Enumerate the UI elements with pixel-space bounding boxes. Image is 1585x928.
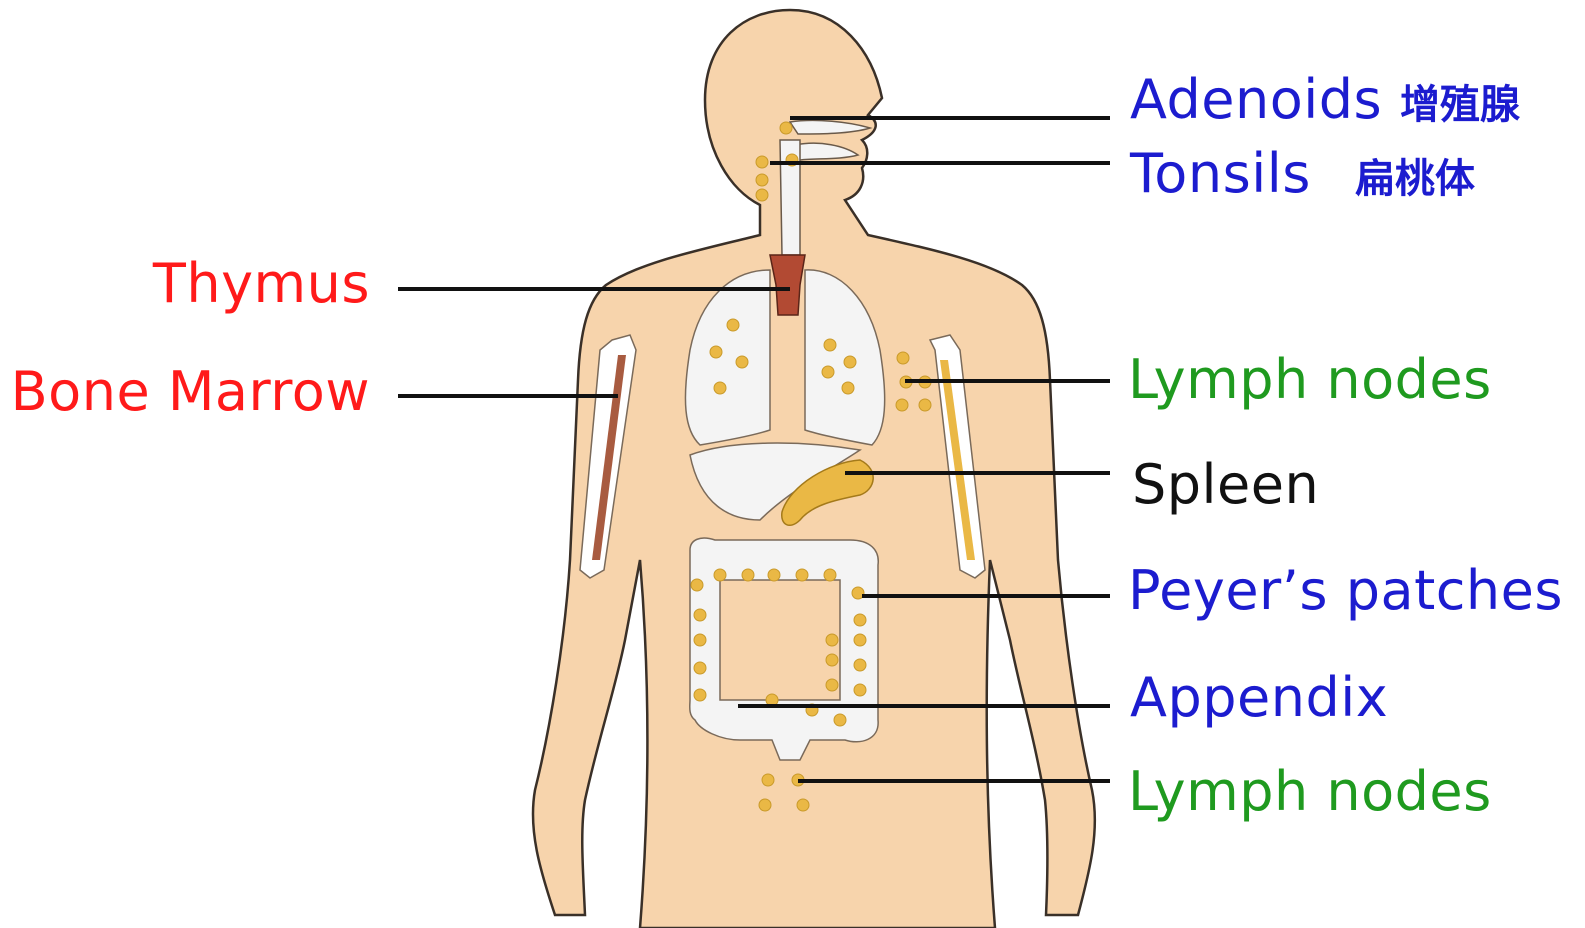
lymph-node-dot xyxy=(714,569,726,581)
lymph-node-dot xyxy=(824,569,836,581)
label-tonsils-zh: 扁桃体 xyxy=(1355,155,1475,202)
body-figure xyxy=(533,10,1095,928)
label-appendix: Appendix xyxy=(1130,666,1388,729)
lymph-node-dot xyxy=(756,156,768,168)
lymph-node-dot xyxy=(694,662,706,674)
lymph-node-dot xyxy=(714,382,726,394)
lymph-node-dot xyxy=(854,684,866,696)
lymph-node-dot xyxy=(710,346,722,358)
lymph-node-dot xyxy=(736,356,748,368)
lymph-node-dot xyxy=(797,799,809,811)
lymph-node-dot xyxy=(844,356,856,368)
label-lymph-nodes-lower: Lymph nodes xyxy=(1128,760,1492,823)
lymph-node-dot xyxy=(854,659,866,671)
lymph-node-dot xyxy=(897,352,909,364)
lymph-node-dot xyxy=(759,799,771,811)
lymph-node-dot xyxy=(796,569,808,581)
lymph-node-dot xyxy=(694,609,706,621)
lymph-node-dot xyxy=(826,654,838,666)
lymph-node-dot xyxy=(822,366,834,378)
label-adenoids: Adenoids xyxy=(1130,68,1382,131)
lymph-node-dot xyxy=(826,634,838,646)
lymph-node-dot xyxy=(768,569,780,581)
label-bone-marrow: Bone Marrow xyxy=(11,360,370,423)
lymph-node-dot xyxy=(780,122,792,134)
label-tonsils: Tonsils xyxy=(1129,142,1311,205)
lymph-node-dot xyxy=(742,569,754,581)
lymph-node-dot xyxy=(756,174,768,186)
lymph-node-dot xyxy=(896,399,908,411)
lymph-node-dot xyxy=(854,614,866,626)
lymph-node-dot xyxy=(694,689,706,701)
label-thymus: Thymus xyxy=(152,252,370,315)
lymph-node-dot xyxy=(691,579,703,591)
lymph-node-dot xyxy=(756,189,768,201)
label-lymph-nodes-upper: Lymph nodes xyxy=(1128,348,1492,411)
lymph-node-dot xyxy=(762,774,774,786)
lymph-node-dot xyxy=(824,339,836,351)
lymph-node-dot xyxy=(842,382,854,394)
lymph-node-dot xyxy=(854,634,866,646)
lymph-node-dot xyxy=(834,714,846,726)
lymph-node-dot xyxy=(919,399,931,411)
label-peyers-patches: Peyer’s patches xyxy=(1128,559,1563,622)
lymph-node-dot xyxy=(727,319,739,331)
lymph-node-dot xyxy=(826,679,838,691)
label-spleen: Spleen xyxy=(1132,453,1319,516)
label-adenoids-zh: 增殖腺 xyxy=(1400,81,1521,128)
lymph-node-dot xyxy=(694,634,706,646)
